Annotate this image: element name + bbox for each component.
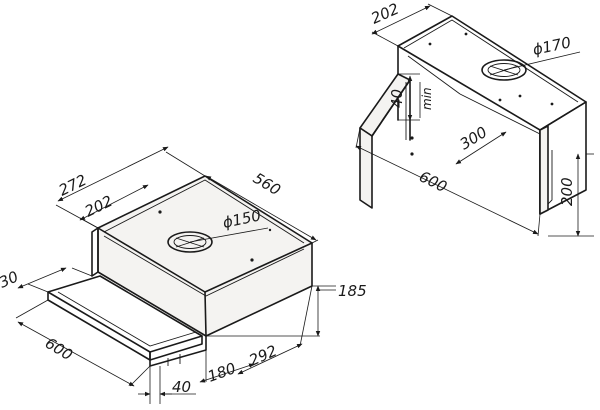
dim-180: 180 [199,350,255,386]
dim-600-right: 600 [355,127,541,237]
dim-30-label: 30 [0,267,21,291]
dim-40-label: 40 [388,89,406,108]
side-walls [397,45,587,215]
dim-300-label: 300 [457,123,491,153]
dim-min-label: min [420,87,434,110]
hood-open-view: 202 ϕ170 40 min 300 600 [355,0,594,237]
dim-phi170: ϕ170 [503,33,581,71]
housing-body [97,175,313,337]
hood-closed-view: 272 202 560 ϕ150 30 [0,146,367,404]
dim-200-label: 200 [558,177,576,206]
front-panel [47,227,207,367]
dim-292-label: 292 [246,342,279,370]
dim-40-left-label: 40 [172,378,191,396]
dim-40-min: 40 min [388,73,434,121]
dim-40-left: 40 [138,366,196,404]
dim-300: 300 [455,123,507,165]
exhaust-collar-150 [167,231,213,253]
dim-180-label: 180 [205,359,238,386]
dim-202-left-label: 202 [82,192,116,221]
dim-30: 30 [0,267,93,293]
dim-200: 200 [548,153,594,237]
exhaust-collar-170 [481,59,527,81]
dim-560-label: 560 [250,169,284,199]
dim-202-right-label: 202 [368,0,401,28]
dim-272-label: 272 [56,171,90,200]
dim-600-left-label: 600 [42,334,76,364]
dim-185-label: 185 [338,282,367,300]
dim-600-right-label: 600 [416,167,450,196]
dim-185: 185 [206,282,367,337]
top-plate [397,15,587,131]
